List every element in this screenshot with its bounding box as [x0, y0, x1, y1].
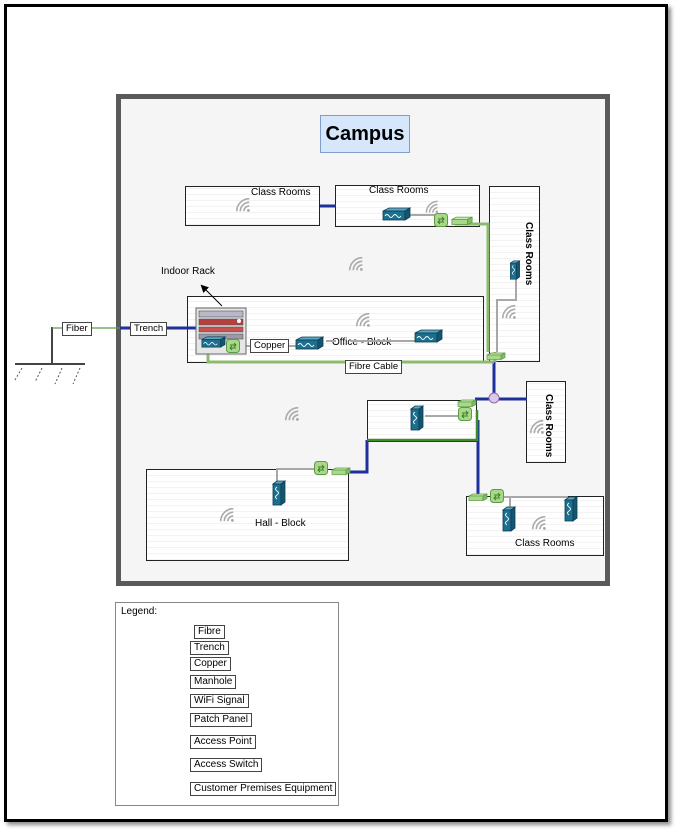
class-rooms-3-label: Class Rooms: [523, 222, 534, 286]
wifi-icon: [531, 515, 547, 531]
legend-item-access-switch: Access Switch: [190, 758, 263, 772]
access-point-icon[interactable]: [295, 336, 324, 350]
patch-panel-icon[interactable]: [451, 216, 473, 225]
building-class-rooms-4[interactable]: [526, 381, 566, 463]
trench-label: Trench: [130, 322, 168, 336]
legend-title: Legend:: [121, 606, 158, 617]
access-switch-icon[interactable]: [226, 339, 240, 353]
class-rooms-1-label: Class Rooms: [251, 187, 311, 198]
office-block-label: Office - Block: [332, 337, 392, 348]
access-switch-icon[interactable]: [458, 407, 472, 421]
wifi-icon: [219, 507, 235, 523]
campus-title: Campus: [320, 115, 410, 153]
access-point-icon[interactable]: [272, 480, 286, 506]
wifi-icon: [425, 200, 439, 214]
manhole-icon[interactable]: [488, 392, 500, 404]
fibre-cable-label: Fibre Cable: [345, 360, 403, 374]
wifi-icon: [355, 312, 371, 328]
building-class-rooms-1[interactable]: [185, 186, 320, 226]
wifi-icon: [235, 197, 251, 213]
access-point-icon[interactable]: [414, 329, 443, 343]
access-point-icon[interactable]: [564, 496, 578, 522]
access-point-icon[interactable]: [201, 336, 226, 348]
legend-item-access-point: Access Point: [190, 735, 256, 749]
patch-panel-icon[interactable]: [468, 493, 488, 501]
indoor-rack-arrow: [200, 284, 223, 307]
legend-item-cpe: Customer Premises Equipment: [190, 782, 337, 796]
class-rooms-4-label: Class Rooms: [543, 394, 554, 458]
wifi-icon: [529, 419, 545, 435]
copper-label: Copper: [250, 339, 290, 353]
class-rooms-2-label: Class Rooms: [369, 185, 429, 196]
building-class-rooms-5[interactable]: [466, 496, 604, 556]
legend-item-manhole: Manhole: [190, 675, 237, 689]
patch-panel-icon[interactable]: [457, 399, 477, 407]
legend-item-patch-panel: Patch Panel: [190, 713, 252, 727]
indoor-rack-label: Indoor Rack: [161, 266, 215, 277]
wifi-icon: [348, 256, 364, 272]
legend-item-wifi: WiFi Signal: [190, 694, 249, 708]
center-building-fibre: [367, 410, 479, 442]
hall-block-label: Hall - Block: [255, 518, 306, 529]
page-frame: [4, 4, 668, 822]
access-point-icon[interactable]: [382, 207, 411, 221]
class-rooms-5-label: Class Rooms: [515, 538, 575, 549]
legend-item-fibre: Fibre: [194, 625, 225, 639]
access-point-icon[interactable]: [509, 260, 521, 280]
trench-lines: [120, 204, 527, 497]
wifi-icon: [284, 406, 300, 422]
wifi-icon: [501, 304, 517, 320]
fiber-label: Fiber: [62, 322, 92, 336]
access-switch-icon[interactable]: [490, 489, 504, 503]
access-point-icon[interactable]: [410, 405, 424, 431]
patch-panel-icon[interactable]: [331, 467, 351, 475]
legend-item-trench: Trench: [190, 641, 229, 655]
legend-item-copper: Copper: [190, 657, 231, 671]
access-point-icon[interactable]: [502, 506, 516, 532]
access-switch-icon[interactable]: [434, 213, 448, 227]
patch-panel-icon[interactable]: [486, 352, 506, 360]
ground-pole-icon: [14, 327, 85, 385]
access-switch-icon[interactable]: [314, 461, 328, 475]
building-hall-block[interactable]: [146, 469, 349, 561]
